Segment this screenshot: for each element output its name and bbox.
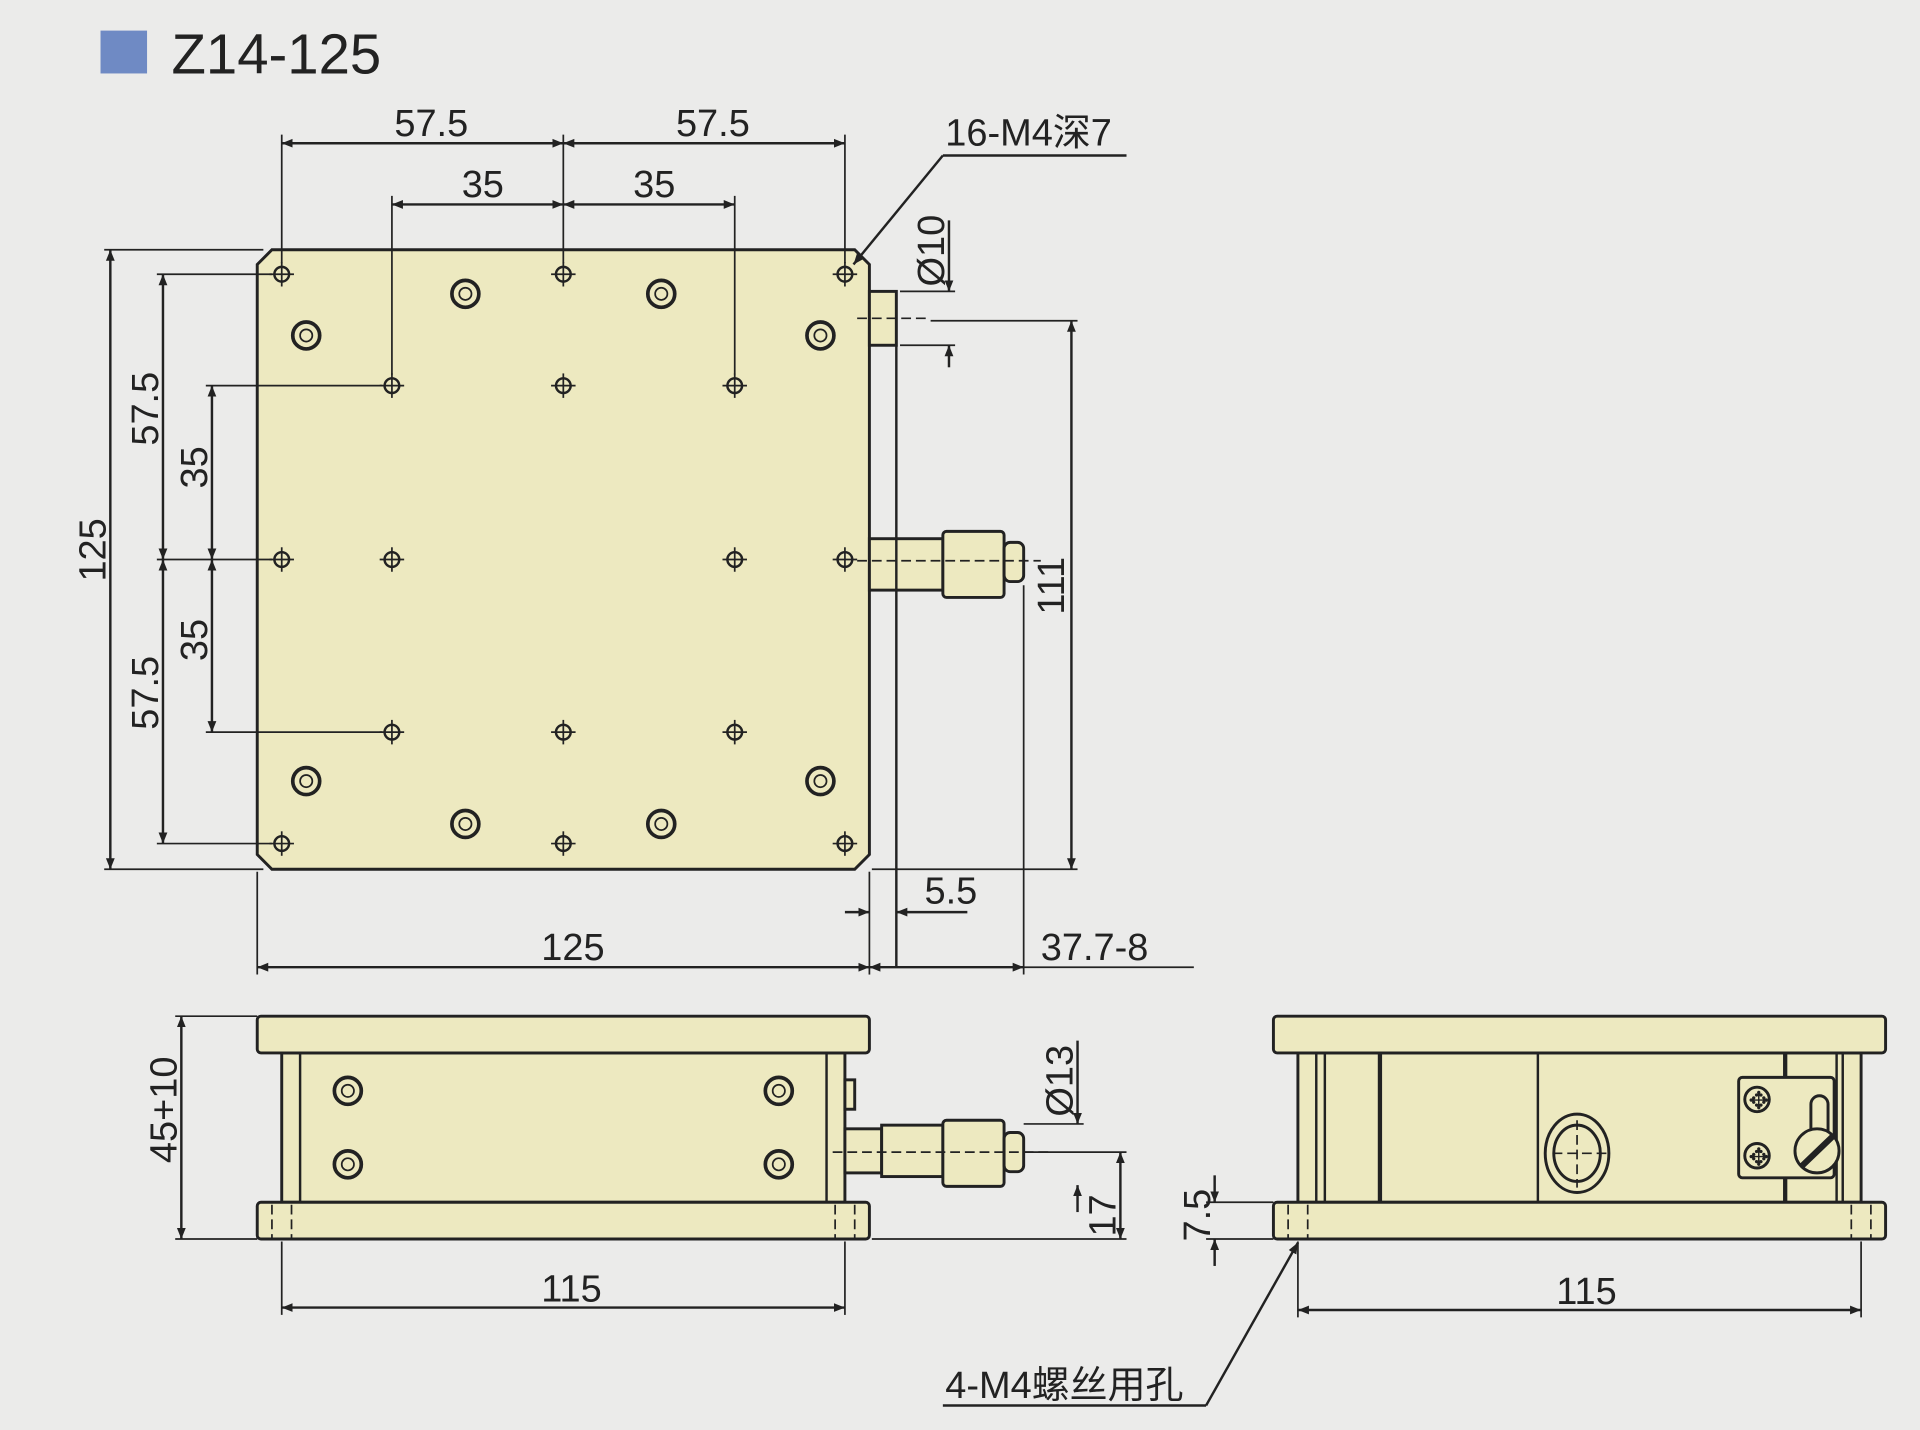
top-view xyxy=(255,248,1041,968)
cap-screw-icon xyxy=(450,278,481,310)
cap-screw-icon xyxy=(805,765,836,797)
top-dimensions: 57.5 57.5 35 35 xyxy=(280,103,846,375)
front-base xyxy=(255,1200,871,1241)
m4-hole-icon xyxy=(551,831,576,856)
cap-screw-icon xyxy=(290,765,322,797)
cap-screw-icon xyxy=(645,808,677,840)
dim-57-5-right: 57.5 xyxy=(676,103,750,145)
dim-115-front: 115 xyxy=(541,1268,601,1310)
micrometer-front xyxy=(832,1118,1054,1188)
m4-hole-icon xyxy=(722,719,747,745)
dim-125-height: 125 xyxy=(72,518,114,581)
side-base xyxy=(1271,1200,1888,1241)
svg-text:✥: ✥ xyxy=(1748,1088,1769,1115)
m4-hole-icon xyxy=(832,262,858,287)
cap-screw-icon xyxy=(332,1149,364,1180)
dim-57-5-lower: 57.5 xyxy=(125,656,167,730)
dim-height-45-10: 45+10 xyxy=(143,1057,185,1164)
side-view: ✥ ✥ xyxy=(1271,1014,1888,1241)
m4-holes xyxy=(269,262,858,856)
top-plate xyxy=(255,248,871,871)
dim-17: 17 xyxy=(1082,1194,1124,1236)
side-dimensions: 7.5 115 4-M4螺丝用孔 xyxy=(942,1175,1862,1407)
m4-hole-icon xyxy=(832,831,858,856)
dim-travel: 37.7-8 xyxy=(1041,927,1149,969)
dim-35-lower: 35 xyxy=(174,619,216,661)
hole-callout-16-m4: 16-M4深7 xyxy=(945,113,1112,155)
counterbore-screws xyxy=(290,278,836,840)
m4-hole-icon xyxy=(379,547,405,572)
micrometer-top xyxy=(857,529,1041,599)
m4-hole-icon xyxy=(379,719,405,745)
m4-hole-icon xyxy=(722,373,747,398)
dim-5-5: 5.5 xyxy=(924,871,977,913)
cap-screw-icon xyxy=(332,1075,364,1107)
dim-125-width: 125 xyxy=(541,927,604,969)
cap-screw-icon xyxy=(645,278,677,310)
title-marker xyxy=(100,30,148,74)
cap-screw-icon xyxy=(290,320,322,351)
m4-hole-icon xyxy=(269,262,294,287)
cap-screw-icon xyxy=(763,1075,795,1107)
top-view-bottom-right-dimensions: 125 37.7-8 5.5 111 Ø10 16-M4深7 xyxy=(256,113,1194,975)
cap-screw-icon xyxy=(763,1149,795,1180)
m4-hole-icon xyxy=(551,262,576,287)
model-title: Z14-125 xyxy=(172,22,382,85)
hole-callout-4-m4: 4-M4螺丝用孔 xyxy=(945,1365,1183,1407)
dim-micrometer-dia: Ø13 xyxy=(1040,1045,1082,1117)
cap-screw-icon xyxy=(450,808,481,840)
svg-text:✥: ✥ xyxy=(1748,1145,1769,1172)
m4-hole-icon xyxy=(269,831,294,856)
lock-bracket: ✥ ✥ xyxy=(1737,1075,1841,1180)
m4-hole-icon xyxy=(269,547,294,572)
left-dimensions: 125 57.5 57.5 35 35 xyxy=(72,248,383,871)
front-view xyxy=(255,1014,1054,1241)
m4-hole-icon xyxy=(551,719,576,745)
dim-111: 111 xyxy=(1031,557,1073,615)
m4-hole-icon xyxy=(832,547,858,572)
dim-115-side: 115 xyxy=(1556,1271,1616,1313)
m4-hole-icon xyxy=(722,547,747,572)
dim-35-upper: 35 xyxy=(174,446,216,488)
cap-screw-icon xyxy=(805,320,836,351)
side-top-plate xyxy=(1271,1014,1888,1055)
dim-57-5-upper: 57.5 xyxy=(125,372,167,446)
lock-port xyxy=(1543,1112,1611,1194)
dim-35-right: 35 xyxy=(633,164,675,206)
front-top-plate xyxy=(255,1014,871,1055)
dim-35-left: 35 xyxy=(462,164,504,206)
front-dimensions: 45+10 Ø13 17 115 xyxy=(143,1015,1127,1315)
m4-hole-icon xyxy=(551,373,576,398)
dim-7-5: 7.5 xyxy=(1177,1189,1219,1242)
m4-hole-icon xyxy=(379,373,405,398)
dim-knob-dia: Ø10 xyxy=(911,215,953,287)
dim-57-5-left: 57.5 xyxy=(394,103,468,145)
